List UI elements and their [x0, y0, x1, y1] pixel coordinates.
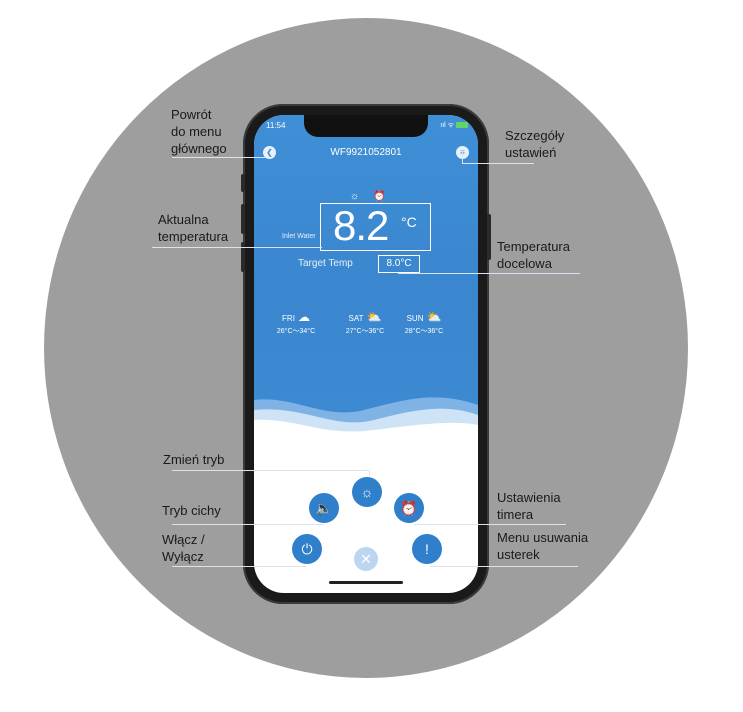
callout-line-power [172, 566, 306, 567]
target-temp-value[interactable]: 8.0°C [378, 255, 420, 273]
temp-unit: °C [401, 214, 417, 230]
mute-switch [241, 174, 245, 192]
mode-indicators: ☼⏰ [350, 191, 400, 202]
phone-frame: 11:54 ııl ᯤ ❮ WF9921052801 ≡ ☼⏰ 8.2 °C I… [241, 104, 491, 604]
silent-mode-button[interactable]: 🔈 [309, 493, 339, 523]
sun-cloud-icon: ⛅ [426, 310, 442, 324]
label-power: Włącz / Wyłącz [162, 532, 205, 564]
speaker-icon: 🔈 [315, 500, 333, 516]
label-target-temp: Temperatura docelowa [497, 239, 570, 271]
device-id: WF9921052801 [330, 147, 402, 158]
callout-line-mode-v [369, 470, 370, 476]
sun-icon: ☼ [350, 191, 360, 202]
label-change-mode: Zmień tryb [163, 452, 225, 467]
callout-line-settings-v [462, 152, 463, 163]
close-icon: ✕ [360, 551, 372, 567]
volume-up-button [241, 204, 245, 234]
power-button[interactable]: ⏻ [292, 534, 322, 564]
notch [304, 115, 428, 137]
label-timer-settings: Ustawienia timera [497, 490, 561, 522]
status-time: 11:54 [266, 121, 286, 130]
forecast-range: 27°C～36°C [345, 328, 385, 335]
side-button [487, 214, 491, 260]
label-settings-details: Szczegóły ustawień [505, 128, 565, 160]
cloud-rain-icon: ☁ [297, 310, 310, 324]
callout-line-target [398, 273, 580, 274]
back-button[interactable]: ❮ [263, 146, 276, 159]
callout-line-timer [414, 524, 566, 525]
forecast-sun: SUN⛅ 28°C～36°C [394, 310, 454, 336]
forecast-day: SUN [406, 314, 424, 323]
label-troubleshoot-menu: Menu usuwania usterek [497, 530, 589, 562]
label-silent-mode: Tryb cichy [162, 503, 221, 518]
forecast-fri: FRI☁ 26°C～34°C [266, 310, 326, 336]
label-current-temp: Aktualna temperatura [158, 212, 229, 244]
forecast-day: FRI [282, 314, 295, 323]
current-temp-value: 8.2 [333, 202, 389, 249]
timer-button[interactable]: ⏰ [394, 493, 424, 523]
forecast-day: SAT [348, 314, 364, 323]
callout-line-silent [172, 524, 324, 525]
alarm-clock-icon: ⏰ [373, 191, 386, 202]
callout-line-back [172, 157, 266, 158]
target-temp-label: Target Temp [298, 258, 353, 269]
forecast-sat: SAT⛅ 27°C～36°C [335, 310, 395, 336]
callout-line-trouble [430, 566, 578, 567]
change-mode-button[interactable]: ☼ [352, 477, 382, 507]
current-temp-box: 8.2 °C [320, 202, 431, 251]
callout-line-settings [462, 163, 534, 164]
callout-line-current [152, 247, 322, 248]
status-icons: ııl ᯤ [440, 121, 468, 130]
troubleshoot-button[interactable]: ! [412, 534, 442, 564]
wave-decoration [254, 397, 478, 455]
alert-icon: ! [425, 541, 429, 557]
alarm-clock-icon: ⏰ [400, 500, 418, 516]
close-button[interactable]: ✕ [354, 547, 378, 571]
header-panel [254, 115, 478, 415]
signal-wifi-icons: ııl ᯤ [440, 122, 455, 129]
sun-icon: ☼ [360, 484, 374, 500]
sun-cloud-icon: ⛅ [366, 310, 382, 324]
battery-icon [456, 122, 468, 129]
label-back-menu: Powrót do menu głównego [171, 107, 227, 156]
back-icon: ❮ [266, 148, 273, 157]
forecast-range: 28°C～36°C [404, 328, 444, 335]
inlet-label: Inlet Water [282, 233, 316, 240]
home-indicator [329, 581, 403, 584]
power-icon: ⏻ [301, 541, 313, 557]
callout-line-mode [172, 470, 370, 471]
forecast-range: 26°C～34°C [276, 328, 316, 335]
app-screen: 11:54 ııl ᯤ ❮ WF9921052801 ≡ ☼⏰ 8.2 °C I… [254, 115, 478, 593]
volume-down-button [241, 242, 245, 272]
